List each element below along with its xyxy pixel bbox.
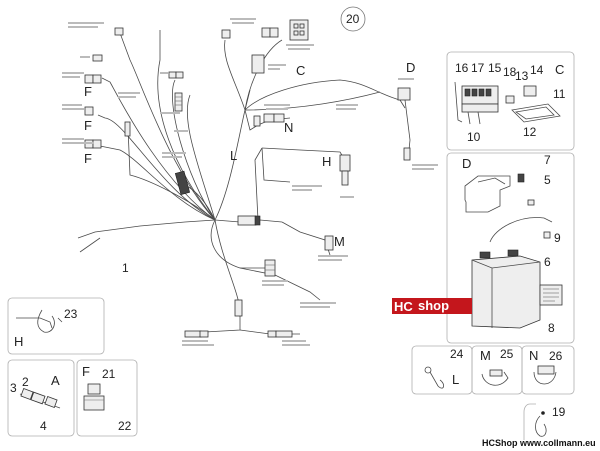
part-number-18: 18 [503,65,517,79]
part-number-10: 10 [467,130,481,144]
letter-l-harness: L [230,148,237,163]
letter-n-box: N [529,348,538,363]
watermark-hc: HC [394,299,413,314]
battery-box [446,152,575,344]
watermark-red-band [392,298,472,314]
part-number-6: 6 [544,255,551,269]
letter-f-2: F [84,118,92,133]
box-parts-21-22 [76,359,138,437]
part-number-20: 20 [346,12,360,26]
part-number-2: 2 [22,375,29,389]
part-number-24: 24 [450,347,464,361]
part-number-1: 1 [122,261,129,275]
footer-credit: HCShop www.collmann.eu [482,438,596,448]
letter-c-fuse-box: C [555,62,564,77]
letter-n-harness: N [284,120,293,135]
fuse-relay-box [446,51,575,151]
letter-d-harness: D [406,60,415,75]
connector-rear-brake [114,27,124,36]
part-number-14: 14 [530,63,544,77]
box-part-19 [523,403,547,440]
letter-h-box: H [14,334,23,349]
part-number-25: 25 [500,347,514,361]
letter-f-box: F [82,364,90,379]
box-parts-2-3-4 [7,359,75,437]
part-number-26: 26 [549,349,563,363]
letter-h-harness: H [322,154,331,169]
part-number-23: 23 [64,307,78,321]
box-part-26 [521,345,575,395]
letter-codes: C C D D F F F F N N L L H H M M A [14,60,564,388]
fuse-relay-frame [446,51,575,151]
part-number-5: 5 [544,173,551,187]
main-harness [77,30,411,335]
box-part-23 [7,297,105,355]
part-number-19: 19 [552,405,566,419]
harness-connectors [84,19,411,338]
part-number-12: 12 [523,125,537,139]
battery-frame [446,152,575,344]
part-number-22: 22 [118,419,132,433]
part-number-7: 7 [544,153,551,167]
tiny-labels [62,18,438,346]
part-number-17: 17 [471,61,485,75]
part-number-15: 15 [488,61,502,75]
part-number-9: 9 [554,231,561,245]
part-number-4: 4 [40,419,47,433]
letter-l-box: L [452,372,459,387]
letter-a-box: A [51,373,60,388]
part-number-11: 11 [553,87,566,101]
letter-d-battery-box: D [462,156,471,171]
part-number-8: 8 [548,321,555,335]
part-number-13: 13 [515,69,529,83]
part-number-16: 16 [455,61,469,75]
part-number-21: 21 [102,367,116,381]
watermark-shop: shop [418,298,449,313]
hcshop-watermark: HC shop [392,298,472,314]
letter-m-box: M [480,348,491,363]
letter-f-1: F [84,84,92,99]
part-20-circle [340,6,366,32]
letter-f-3: F [84,151,92,166]
letter-m-harness: M [334,234,345,249]
part-number-3: 3 [10,381,17,395]
letter-c-harness: C [296,63,305,78]
part-numbers: 1 2 3 4 5 6 7 8 9 10 11 12 13 14 15 16 1… [10,12,566,433]
